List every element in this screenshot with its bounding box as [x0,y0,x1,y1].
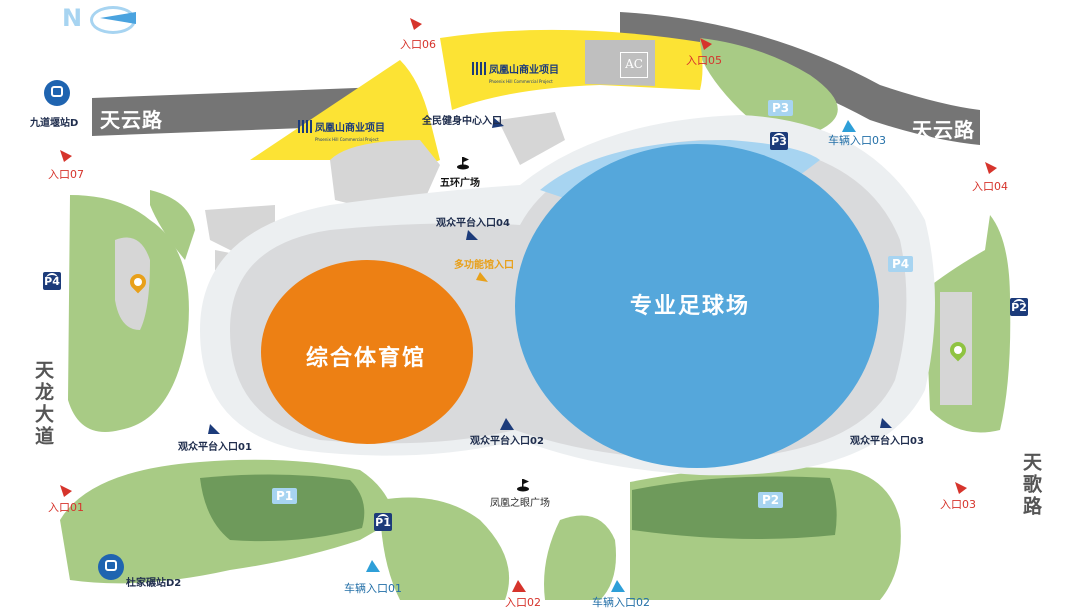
compass: N [62,4,142,34]
commercial-name: 凤凰山商业项目 [315,123,385,134]
metro-label-jiudaoyan: 九道堰站D [30,118,79,129]
platform-label-01: 观众平台入口01 [178,442,252,453]
marker-e07 [60,150,72,162]
green-south-mid [544,515,616,600]
football-shape [515,144,879,468]
entrance-label-06: 入口06 [400,38,436,51]
entrance-markers [60,18,997,592]
marker-p04 [466,230,478,240]
commercial-sub: Phoenix Hill Commercial Project [315,137,379,142]
multi-hall-entrance-label: 多功能馆入口 [454,260,514,271]
platform-label-04: 观众平台入口04 [436,218,510,229]
marker-p03 [880,418,892,428]
entrance-label-07: 入口07 [48,168,84,181]
football-label: 专业足球场 [630,294,751,319]
compass-pointer-icon [100,12,136,24]
green-west-small [150,190,195,260]
flag-icon [517,479,529,492]
road-label-tianyun-right: 天云路 [912,118,975,142]
vehicle-markers [366,120,856,592]
marker-v01 [366,560,380,572]
platform-markers [208,118,892,434]
parking-p1-area [200,474,365,542]
road-label-tianyun-left: 天云路 [100,108,163,132]
parking-p3-badge: P3 [770,132,788,150]
marker-e03 [955,482,967,494]
entrance-label-04: 入口04 [972,180,1008,193]
marker-e01 [60,485,72,497]
plaza-label-fengyan: 凤凰之眼广场 [490,498,550,509]
green-north-east [700,38,838,133]
marker-v02 [611,580,625,592]
flag-icon [457,157,469,170]
marker-e05 [700,38,712,50]
entrance-label-03: 入口03 [940,498,976,511]
marker-e06 [410,18,422,30]
plaza-label-wuhuan: 五环广场 [440,178,480,189]
parking-p3-light: P3 [768,100,794,116]
commercial-sub: Phoenix Hill Commercial Project [489,79,553,84]
parking-p4-light: P4 [888,256,914,272]
platform-label-02: 观众平台入口02 [470,436,544,447]
building-icon [298,120,312,133]
entrance-label-01: 入口01 [48,501,84,514]
marker-e02 [512,580,526,592]
vehicle-entrance-label-02: 车辆入口02 [592,596,650,609]
marker-e04 [985,162,997,174]
parking-p2-badge: P2 [1010,298,1028,316]
metro-icon [44,80,70,106]
marker-multi [476,272,488,282]
gym-label: 综合体育馆 [306,346,427,371]
marker-fitness [492,118,504,128]
green-south-west2 [380,497,510,600]
parking-p2-area [632,476,837,539]
entrance-label-02: 入口02 [505,596,541,609]
metro-label-dujiayan: 杜家碾站D2 [126,578,182,589]
commercial-west [250,60,440,165]
vehicle-entrance-label-03: 车辆入口03 [828,134,886,147]
parking-p2-light: P2 [758,492,784,508]
parking-p1-badge: P1 [374,513,392,531]
parking-p4-badge: P4 [43,272,61,290]
parking-p1-light: P1 [272,488,298,504]
building-1 [330,140,440,210]
building-icon [472,62,486,75]
road-label-tianlong: 天龙大道 [32,360,54,448]
hotel-logo: AC [620,52,648,78]
vehicle-entrance-label-01: 车辆入口01 [344,582,402,595]
entrance-label-05: 入口05 [686,54,722,67]
commercial-name: 凤凰山商业项目 [489,65,559,76]
platform-label-03: 观众平台入口03 [850,436,924,447]
marker-v03 [842,120,856,132]
commercial-label-west: 凤凰山商业项目 Phoenix Hill Commercial Project [298,120,385,145]
gym-shape [261,260,473,444]
building-2 [498,112,565,165]
compass-n-label: N [62,4,83,32]
road-label-tiange: 天歌路 [1020,452,1042,518]
marker-p02 [500,418,514,430]
marker-p01 [208,424,220,434]
metro-icon [98,554,124,580]
fitness-entrance-label: 全民健身中心入口 [422,116,502,127]
commercial-label-north: 凤凰山商业项目 Phoenix Hill Commercial Project [472,62,559,87]
